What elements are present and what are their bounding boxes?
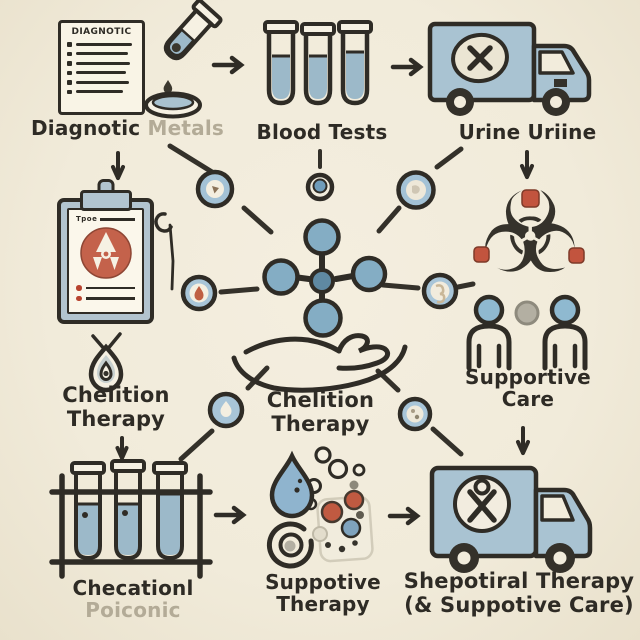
pin-icon	[154, 212, 175, 291]
network-satellite	[305, 172, 335, 202]
down-arrow-icon	[516, 426, 530, 455]
doc-checklist-row	[67, 42, 136, 47]
down-arrow-icon	[111, 151, 125, 180]
dropper-tube-icon	[163, 0, 223, 94]
clipboard-header-text: Tpoe	[76, 215, 98, 223]
network-satellite	[195, 169, 235, 209]
biohazard-icon: ☣	[479, 169, 581, 299]
network-satellite	[396, 170, 436, 210]
blood-test-tubes-icon	[263, 20, 373, 106]
clipboard-clip	[79, 190, 132, 211]
open-hand-icon	[231, 333, 408, 393]
right-arrow-icon	[387, 506, 421, 526]
water-drop-icon	[269, 450, 315, 519]
right-arrow-icon	[390, 57, 424, 77]
doc-title: DIAGNOTIC	[71, 27, 132, 37]
medication-beads-icon	[304, 446, 374, 563]
clipboard-page: Tpoe	[67, 208, 144, 314]
transport-truck-icon	[427, 21, 592, 116]
swirl-icon	[266, 521, 314, 569]
test-tube-rack-icon	[49, 459, 213, 579]
doc-checklist-row	[67, 70, 136, 75]
clipboard-bullet-row	[76, 295, 135, 301]
doc-checklist-row	[67, 51, 136, 56]
doc-checklist-row	[67, 80, 136, 85]
iv-drop-pouch-icon	[88, 332, 124, 393]
diagnostic-checklist-icon: DIAGNOTIC	[58, 20, 145, 115]
network-satellite	[180, 274, 218, 312]
label-urine: Urine Uriine	[458, 120, 597, 144]
clipboard-bullet-row	[76, 285, 135, 291]
supportive-therapy-icons	[266, 446, 374, 569]
doc-checklist-row	[67, 89, 136, 94]
label-diagnostic-metals: Diagnotic Metals	[31, 116, 224, 140]
right-arrow-icon	[211, 55, 245, 75]
right-arrow-icon	[213, 505, 247, 525]
transport-truck-icon	[429, 465, 593, 573]
clipboard-report-icon: Tpoe	[57, 179, 154, 324]
petri-dish-icon	[144, 91, 202, 119]
down-arrow-icon	[115, 436, 129, 460]
doc-checklist-row	[67, 61, 136, 66]
radiation-badge-icon	[79, 227, 132, 279]
label-blood-tests: Blood Tests	[256, 120, 388, 144]
supportive-care-people-icon	[466, 294, 588, 371]
label-transport: Shepotiral Therapy(& Suppotive Care)	[403, 569, 635, 617]
